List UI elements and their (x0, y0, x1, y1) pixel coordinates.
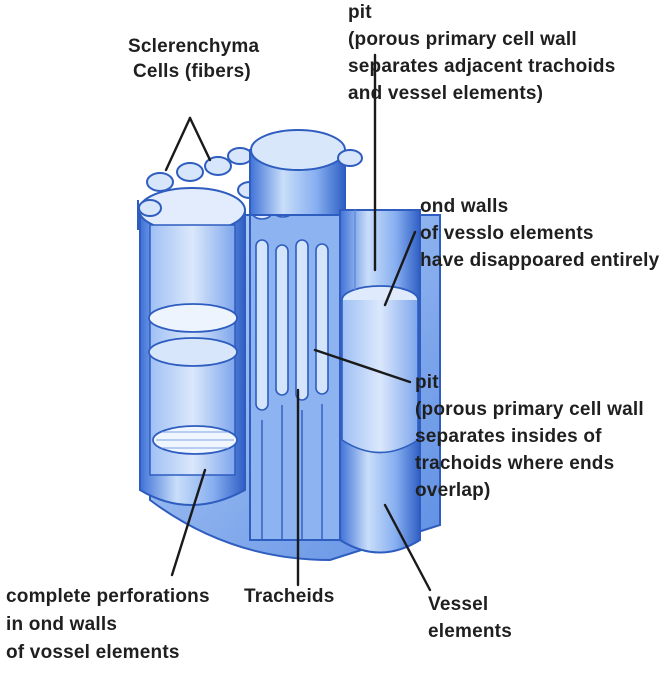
tissue-block (138, 130, 440, 560)
label-tracheids: Tracheids (244, 586, 335, 607)
label-vessel-elements-line: Vessel (428, 594, 488, 615)
label-pit-mid-line: separates insides of (415, 426, 602, 447)
label-vessel-elements: Vessel elements (428, 594, 512, 642)
label-end-walls-line: ond walls (420, 196, 508, 217)
label-pit-top-line: and vessel elements) (348, 83, 543, 104)
label-pit-mid-line: pit (415, 372, 439, 393)
label-perforations-line: in ond walls (6, 614, 117, 635)
label-end-walls-line: have disappoared entirely (420, 250, 660, 271)
label-perforations: complete perforations in ond walls of vo… (6, 586, 215, 663)
vessel-element-back (250, 130, 362, 215)
label-vessel-elements-line: elements (428, 621, 512, 642)
tracheid-cluster (250, 199, 340, 540)
label-tracheids-line: Tracheids (244, 586, 335, 607)
label-pit-top-line: pit (348, 2, 372, 23)
label-perforations-line: of vossel elements (6, 642, 180, 663)
label-pit-mid: pit (porous primary cell wall separates … (415, 372, 649, 501)
vessel-element-left (139, 188, 245, 505)
label-perforations-line: complete perforations (6, 586, 210, 607)
label-sclerenchyma-line: Sclerenchyma (128, 36, 259, 57)
label-pit-mid-line: overlap) (415, 480, 491, 501)
label-pit-top-line: separates adjacent trachoids (348, 56, 616, 77)
label-end-walls-line: of vesslo elements (420, 223, 594, 244)
label-sclerenchyma: Sclerenchyma Cells (fibers) (128, 36, 265, 82)
label-pit-mid-line: trachoids where ends (415, 453, 614, 474)
label-pit-mid-line: (porous primary cell wall (415, 399, 644, 420)
label-end-walls: ond walls of vesslo elements have disapp… (420, 196, 660, 271)
label-pit-top: pit (porous primary cell wall separates … (348, 2, 621, 104)
label-pit-top-line: (porous primary cell wall (348, 29, 577, 50)
label-sclerenchyma-line: Cells (fibers) (133, 61, 251, 82)
